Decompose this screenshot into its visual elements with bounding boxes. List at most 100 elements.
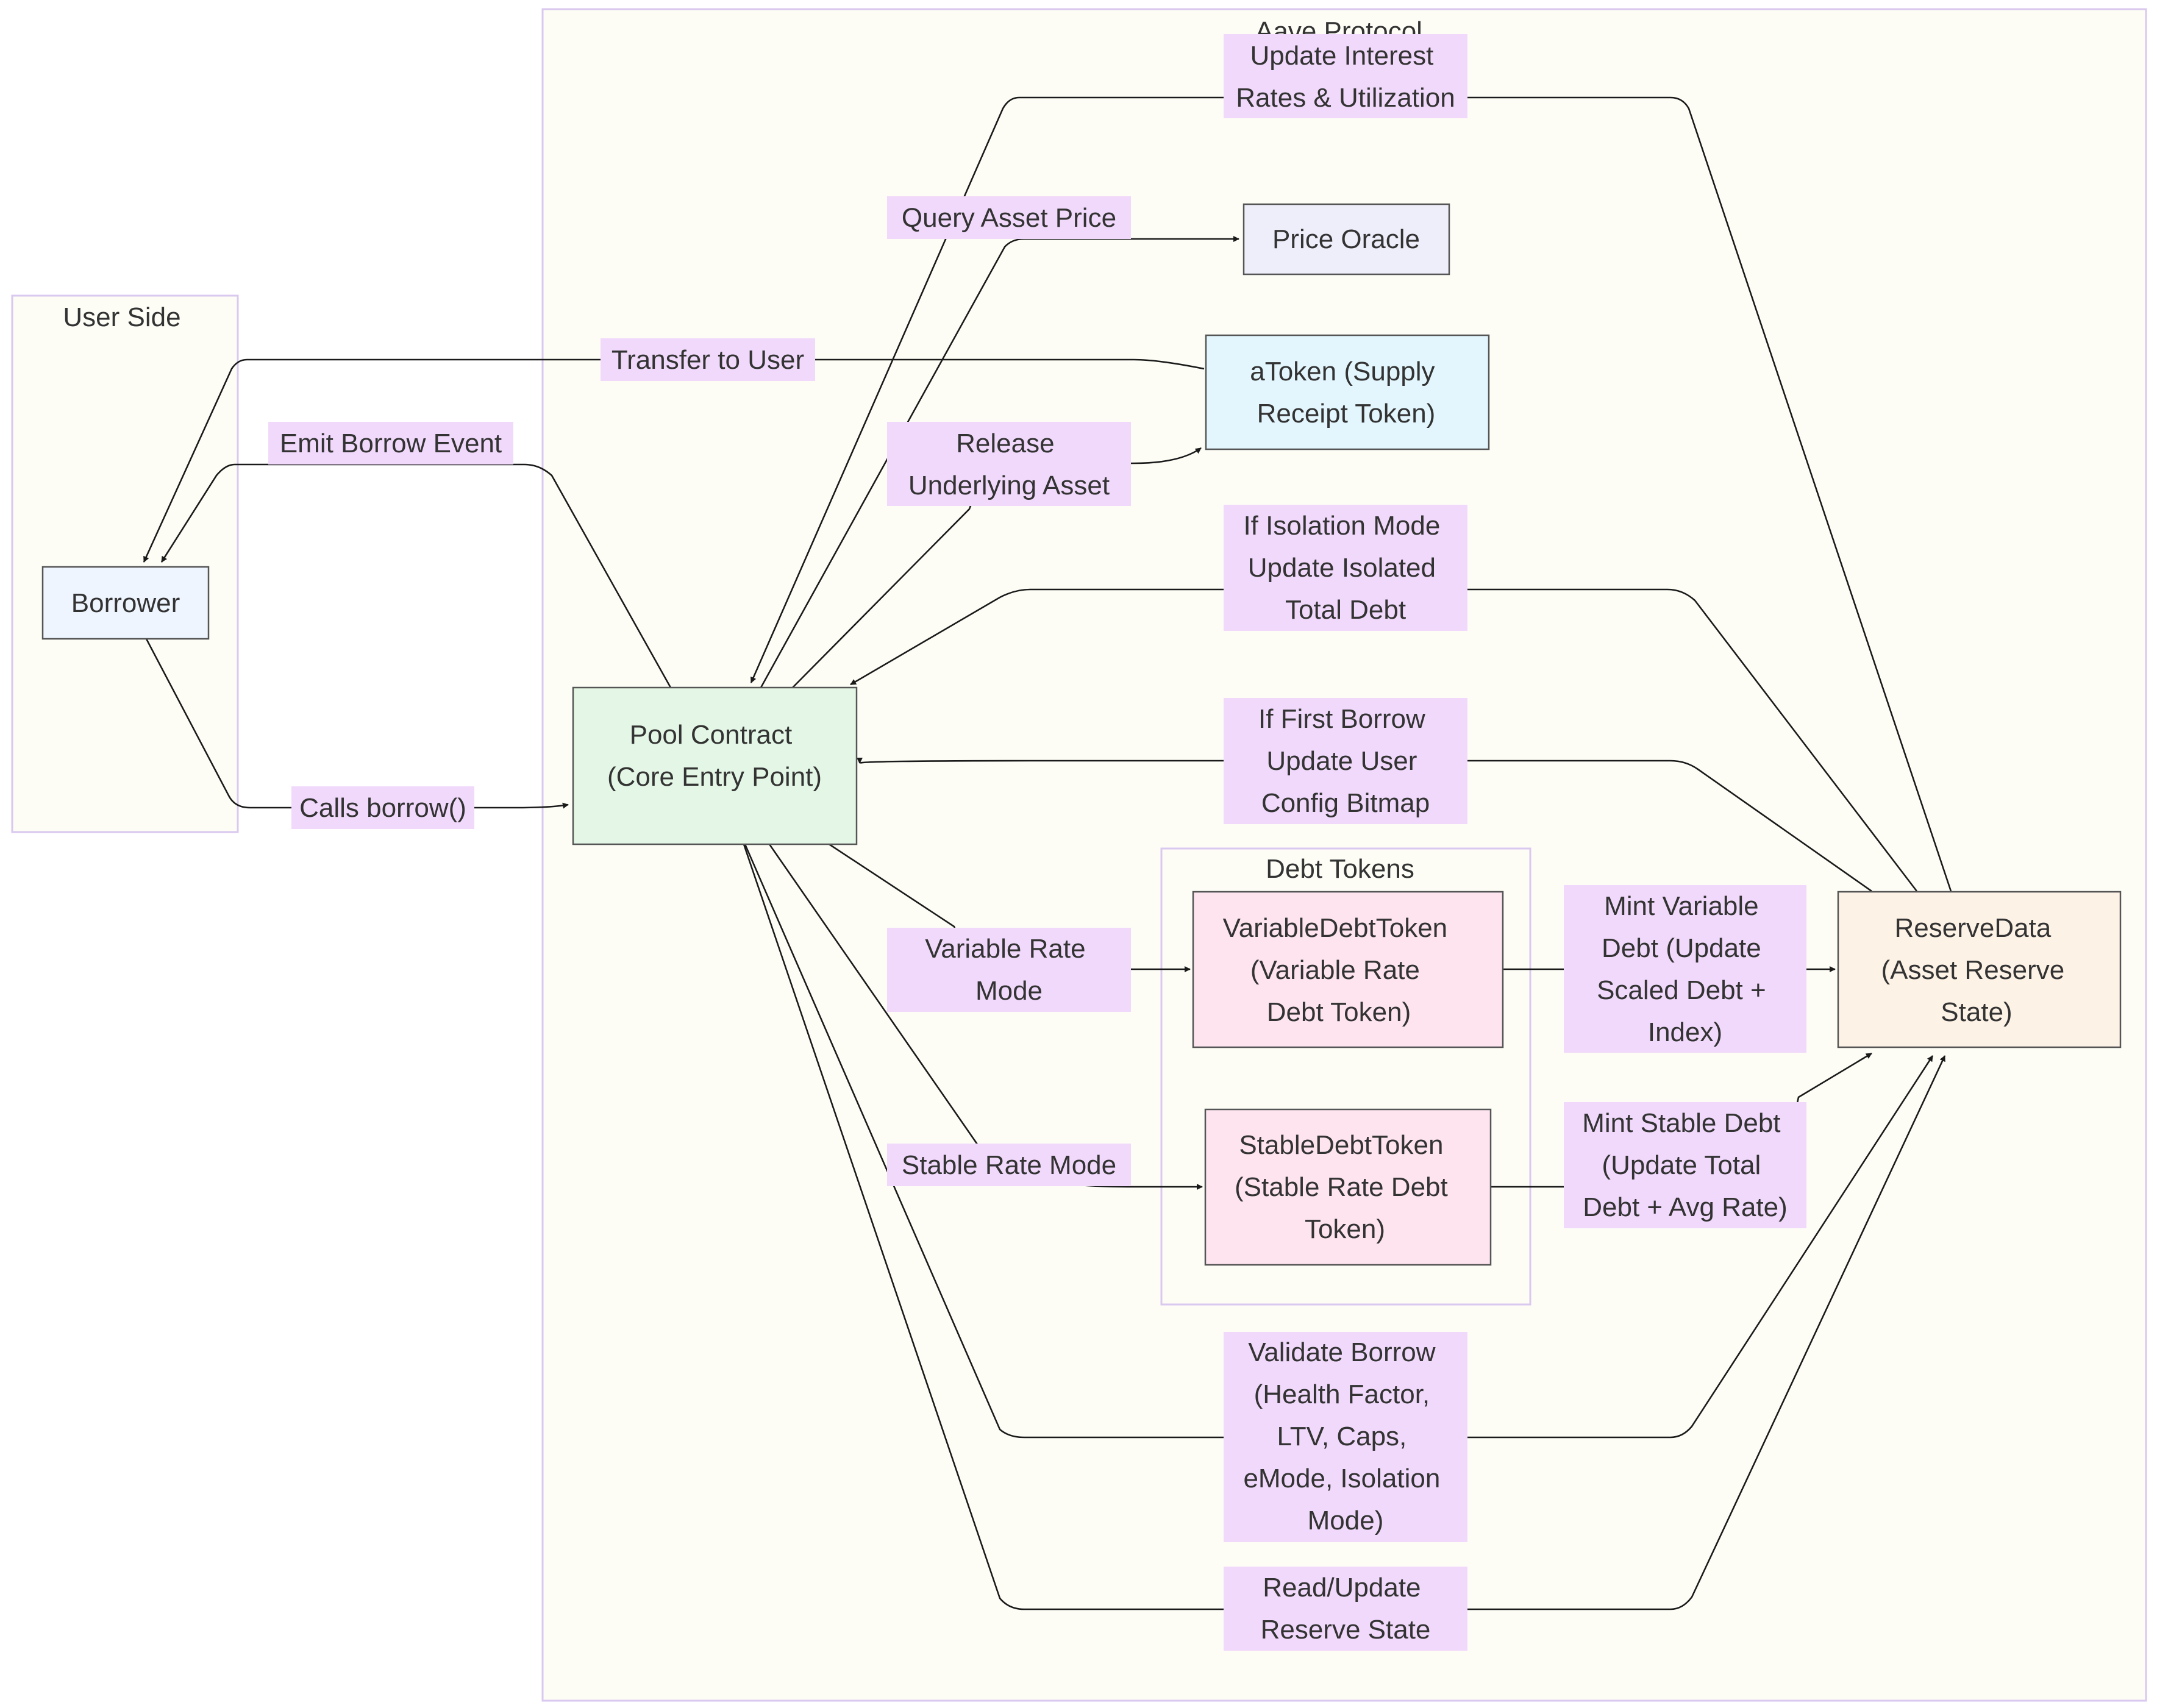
edge-label-query-price-line: Query Asset Price <box>902 203 1116 233</box>
edge-label-calls-borrow-bg <box>291 786 474 829</box>
node-variable-debt-token[interactable]: VariableDebtToken (Variable Rate Debt To… <box>1192 891 1504 1048</box>
edge-label-validate-line: LTV, Caps, <box>1277 1422 1407 1451</box>
edge-label-query-price-text: Query Asset Price <box>902 203 1116 233</box>
edge-label-first-borrow-line: Update User <box>1266 746 1417 776</box>
edge-label-mint-stable-line: Mint Stable Debt <box>1582 1108 1780 1138</box>
edge-label-isolation-line: If Isolation Mode <box>1243 511 1440 541</box>
edge-label-read-update-line: Read/Update <box>1263 1573 1421 1603</box>
node-borrower[interactable]: Borrower <box>41 566 210 640</box>
node-atoken-line: Receipt Token) <box>1257 399 1436 429</box>
edge-label-emit-borrow-bg <box>268 422 513 464</box>
edge-label-transfer-user-bg <box>601 338 815 381</box>
edge-label-first-borrow-text: If First Borrow Update User Config Bitma… <box>1258 704 1433 818</box>
node-variable-debt-token-line: VariableDebtToken <box>1223 913 1448 943</box>
edge-label-emit-borrow: Emit Borrow Event <box>268 422 513 464</box>
node-price-oracle-label: Price Oracle <box>1272 224 1420 254</box>
edge-label-variable-mode-bg <box>887 928 1131 1012</box>
edge-label-isolation: If Isolation Mode Update Isolated Total … <box>1224 505 1467 631</box>
edge-label-validate-line: (Health Factor, <box>1254 1379 1430 1409</box>
edge-label-first-borrow-line: Config Bitmap <box>1261 788 1430 818</box>
edge-label-update-rates-line: Rates & Utilization <box>1236 83 1455 113</box>
edge-label-mint-stable: Mint Stable Debt (Update Total Debt + Av… <box>1564 1102 1806 1228</box>
edge-label-query-price-bg <box>887 196 1131 239</box>
edge-label-stable-mode-line: Stable Rate Mode <box>902 1150 1116 1180</box>
node-atoken-label: aToken (Supply Receipt Token) <box>1250 357 1442 429</box>
node-reserve-data-label: ReserveData (Asset Reserve State) <box>1881 913 2072 1027</box>
edge-label-read-update-text: Read/Update Reserve State <box>1261 1573 1431 1645</box>
edge-label-validate-line: Mode) <box>1308 1506 1384 1535</box>
cluster-user-side: User Side <box>11 294 239 833</box>
edge-label-stable-mode-text: Stable Rate Mode <box>902 1150 1116 1180</box>
edge-label-variable-mode-line: Variable Rate <box>925 934 1085 964</box>
edge-label-mint-stable-line: Debt + Avg Rate) <box>1583 1192 1788 1222</box>
edge-label-emit-borrow-text: Emit Borrow Event <box>280 429 502 458</box>
edge-label-validate: Validate Borrow (Health Factor, LTV, Cap… <box>1224 1332 1467 1542</box>
edge-label-first-borrow: If First Borrow Update User Config Bitma… <box>1224 698 1467 824</box>
edge-label-emit-borrow-line: Emit Borrow Event <box>280 429 502 458</box>
edge-label-mint-variable: Mint Variable Debt (Update Scaled Debt +… <box>1564 885 1806 1053</box>
node-reserve-data-line: State) <box>1941 997 2012 1027</box>
edge-label-mint-variable-line: Scaled Debt + <box>1597 975 1766 1005</box>
node-variable-debt-token-box[interactable] <box>1192 891 1504 1048</box>
edge-label-read-update-bg <box>1224 1567 1467 1651</box>
edge-label-transfer-user-text: Transfer to User <box>611 345 804 375</box>
edge-label-validate-line: Validate Borrow <box>1248 1337 1436 1367</box>
edge-label-update-rates-bg <box>1224 34 1467 118</box>
edge-label-mint-stable-bg <box>1564 1102 1806 1228</box>
edge-label-validate-line: eMode, Isolation <box>1243 1464 1440 1493</box>
edge-label-query-price: Query Asset Price <box>887 196 1131 239</box>
node-pool-contract-line: Pool Contract <box>630 720 793 750</box>
node-borrower-label: Borrower <box>71 588 180 618</box>
cluster-user-side-box <box>11 294 239 833</box>
edge-label-mint-variable-bg <box>1564 885 1806 1053</box>
node-variable-debt-token-line: Debt Token) <box>1267 997 1411 1027</box>
node-atoken[interactable]: aToken (Supply Receipt Token) <box>1205 334 1490 450</box>
edge-label-calls-borrow-line: Calls borrow() <box>299 793 466 823</box>
node-borrower-line: Borrower <box>71 588 180 618</box>
edge-label-isolation-line: Total Debt <box>1285 595 1406 625</box>
node-borrower-box[interactable] <box>41 566 210 640</box>
node-reserve-data-box[interactable] <box>1837 891 2122 1048</box>
edge-label-update-rates-text: Update Interest Rates & Utilization <box>1236 41 1455 113</box>
node-stable-debt-token[interactable]: StableDebtToken (Stable Rate Debt Token) <box>1204 1108 1492 1266</box>
node-stable-debt-token-box[interactable] <box>1204 1108 1492 1266</box>
node-stable-debt-token-line: (Stable Rate Debt <box>1235 1172 1448 1202</box>
node-stable-debt-token-line: Token) <box>1305 1214 1385 1244</box>
node-reserve-data[interactable]: ReserveData (Asset Reserve State) <box>1837 891 2122 1048</box>
edge-label-calls-borrow: Calls borrow() <box>291 786 474 829</box>
edge-label-mint-variable-line: Debt (Update <box>1602 933 1761 963</box>
node-stable-debt-token-label: StableDebtToken (Stable Rate Debt Token) <box>1235 1130 1455 1244</box>
edge-label-isolation-text: If Isolation Mode Update Isolated Total … <box>1243 511 1447 625</box>
edge-label-variable-mode-line: Mode <box>975 976 1043 1006</box>
node-pool-contract-label: Pool Contract (Core Entry Point) <box>607 720 822 792</box>
edge-label-release-asset-line: Release <box>956 429 1054 458</box>
node-reserve-data-line: (Asset Reserve <box>1881 955 2065 985</box>
node-variable-debt-token-label: VariableDebtToken (Variable Rate Debt To… <box>1223 913 1455 1027</box>
edge-label-update-rates: Update Interest Rates & Utilization <box>1224 34 1467 118</box>
edge-label-calls-borrow-text: Calls borrow() <box>299 793 466 823</box>
node-atoken-box[interactable] <box>1205 334 1490 450</box>
edge-first-borrow <box>857 757 1872 892</box>
edge-label-stable-mode-bg <box>887 1144 1131 1186</box>
node-price-oracle-box[interactable] <box>1243 203 1450 276</box>
node-price-oracle[interactable]: Price Oracle <box>1243 203 1450 276</box>
edge-label-validate-text: Validate Borrow (Health Factor, LTV, Cap… <box>1243 1337 1447 1535</box>
edge-label-transfer-user-line: Transfer to User <box>611 345 804 375</box>
edge-label-isolation-line: Update Isolated <box>1248 553 1436 583</box>
edge-label-update-rates-line: Update Interest <box>1250 41 1433 71</box>
edge-label-stable-mode: Stable Rate Mode <box>887 1144 1131 1186</box>
edge-label-isolation-bg <box>1224 505 1467 631</box>
edge-label-validate-bg <box>1224 1332 1467 1542</box>
cluster-debt-tokens-title: Debt Tokens <box>1266 854 1414 884</box>
edge-label-mint-stable-line: (Update Total <box>1602 1150 1761 1180</box>
edge-calls-borrow <box>145 638 569 809</box>
edge-label-variable-mode: Variable Rate Mode <box>887 928 1131 1012</box>
nodes: Borrower Pool Contract (Core Entry Point… <box>41 203 2122 1266</box>
node-stable-debt-token-line: StableDebtToken <box>1239 1130 1443 1160</box>
node-pool-contract[interactable]: Pool Contract (Core Entry Point) <box>572 686 858 845</box>
edge-label-mint-variable-text: Mint Variable Debt (Update Scaled Debt +… <box>1597 891 1774 1047</box>
edge-label-mint-variable-line: Index) <box>1648 1017 1722 1047</box>
node-pool-contract-box[interactable] <box>572 686 858 845</box>
edge-label-mint-stable-text: Mint Stable Debt (Update Total Debt + Av… <box>1582 1108 1788 1222</box>
edge-label-release-asset-bg <box>887 422 1131 506</box>
